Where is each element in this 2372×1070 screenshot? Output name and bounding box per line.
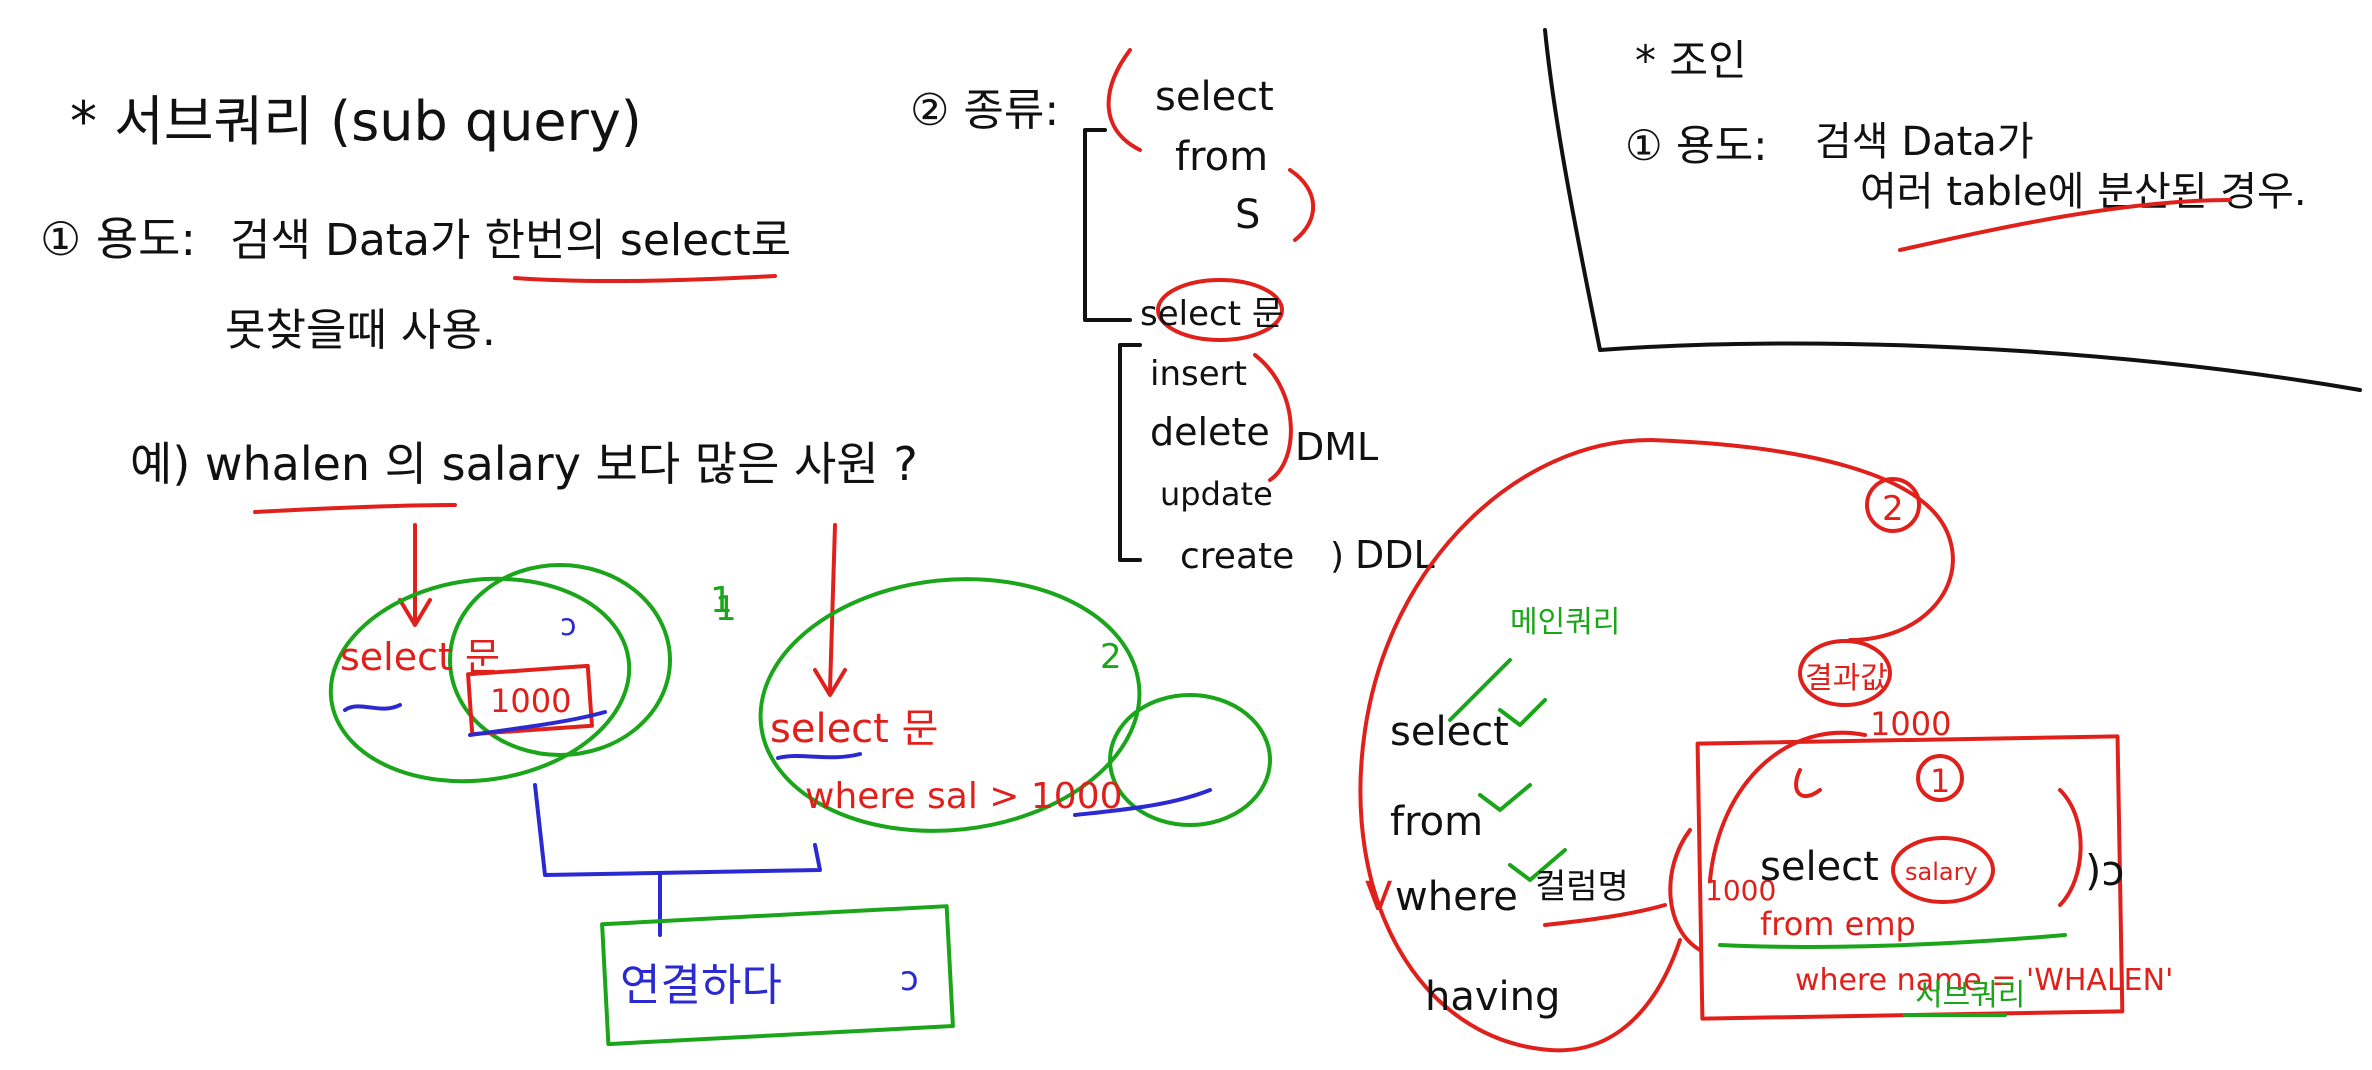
join-title: * 조인 [1635,36,1747,85]
box2-ellipse [758,577,1142,833]
underline-red-once [513,274,777,284]
types-delete: delete [1150,410,1270,454]
box2-inner-ellipse [1108,693,1272,827]
combine-label: 연결하다 [620,960,782,1011]
sub-green-line [1718,933,2067,949]
sub-red-paren [1668,828,1702,952]
combine-blue-mark: ↄ [900,959,919,999]
box1-ellipse [328,576,632,784]
main-condition: 컬럼명 [1535,867,1629,907]
box1-green-one-mark: 1 [710,580,733,621]
sub-label: 서브쿼리 [1915,978,2025,1013]
main-green-check4 [1508,848,1567,882]
sub-where: where name = 'WHALEN' [1795,963,2173,998]
types-create-paren: ) [1330,536,1344,577]
main-step2-circle [1865,477,1921,533]
box1-value: 1000 [490,682,571,720]
sub-value-1000: 1000 [1705,874,1776,907]
main-red-loop [1358,438,1955,1053]
subquery-section: * 서브쿼리 (sub query) ① 용도: 검색 Data가 한번의 se… [40,90,1272,1047]
types-bracket [1083,128,1132,322]
underline-red-whalen [253,503,457,514]
box1-value-box [466,663,594,737]
sub-from: from emp [1760,905,1916,943]
main-query-section: 2 메인쿼리 select from V where 컬럼명 having 결과… [1358,438,2173,1053]
sub-salary: salary [1905,858,1978,886]
sub-salary-circle [1891,836,1995,904]
types-update: update [1160,475,1273,513]
types-select-sentence-circle [1156,278,1284,342]
box1-blue-underline [468,710,607,737]
join-usage-line2: 여러 table에 분산된 경우. [1860,169,2307,215]
main-where: where [1395,874,1518,920]
types-from: from [1175,134,1268,180]
types-red-paren-left [1106,48,1142,152]
types-sub-bracket [1118,343,1142,562]
types-select: select [1155,74,1274,120]
box2-label: 2 [1100,637,1122,677]
box1-label: 1 [715,589,737,629]
main-green-check1 [1448,658,1512,722]
main-red-underline [1543,903,1667,927]
types-dml-bracket [1253,353,1293,482]
sub-step1-circle [1916,754,1964,802]
main-green-check3 [1478,783,1532,812]
main-having: having [1425,974,1560,1020]
types-s: S [1235,192,1260,238]
combine-box [600,904,955,1047]
connector-blue [533,783,822,937]
main-label: 메인쿼리 [1510,605,1620,640]
sub-black-bracket: )ↄ [2085,846,2124,895]
main-from: from [1390,799,1483,845]
box1-blue-squiggle [343,703,402,712]
box1-select: select 문 [340,635,500,679]
types-create: create [1180,536,1294,577]
join-usage-line1: 검색 Data가 [1815,119,2034,165]
sub-step1: 1 [1930,762,1950,800]
types-section: ② 종류: select from S select 문 insert dele… [910,48,1435,577]
box1-inner-ellipse [448,563,672,757]
box2-blue-underline [1073,788,1212,817]
subquery-usage-label: ① 용도: [40,212,196,266]
main-result-arrow [1708,730,1867,882]
types-select-sentence: select 문 [1140,294,1283,334]
main-result-circle [1798,639,1892,707]
types-title: ② 종류: [910,85,1059,136]
subquery-usage-line1: 검색 Data가 한번의 select로 [230,215,791,266]
subquery-example: 예) whalen 의 salary 보다 많은 사원 ? [130,437,918,491]
main-step2: 2 [1882,489,1904,529]
subquery-title: * 서브쿼리 (sub query) [70,90,642,153]
arrow-to-box1 [398,523,432,627]
types-insert: insert [1150,354,1247,394]
join-red-underline [1898,198,2232,252]
join-usage-label: ① 용도: [1625,121,1767,170]
box2-where: where sal > 1000 [805,776,1123,817]
main-result-label: 결과값 [1805,661,1888,696]
main-select: select [1390,709,1509,755]
sub-red-paren-right [2058,788,2083,907]
box1-blue-mark: ↄ [560,608,576,643]
arrow-to-box2 [813,523,847,697]
main-where-v: V [1365,874,1393,920]
subquery-usage-line2: 못찾을때 사용. [225,305,496,356]
box2-blue-squiggle [776,752,862,760]
join-frame [1543,28,2362,392]
box2-select: select 문 [770,706,938,752]
join-section: * 조인 ① 용도: 검색 Data가 여러 table에 분산된 경우. [1543,28,2362,392]
sub-select: select [1760,844,1879,890]
types-red-paren-right [1288,168,1316,242]
main-result-value: 1000 [1870,705,1951,743]
types-ddl: DDL [1355,533,1435,577]
types-dml: DML [1295,425,1378,469]
main-green-check2 [1498,698,1547,727]
